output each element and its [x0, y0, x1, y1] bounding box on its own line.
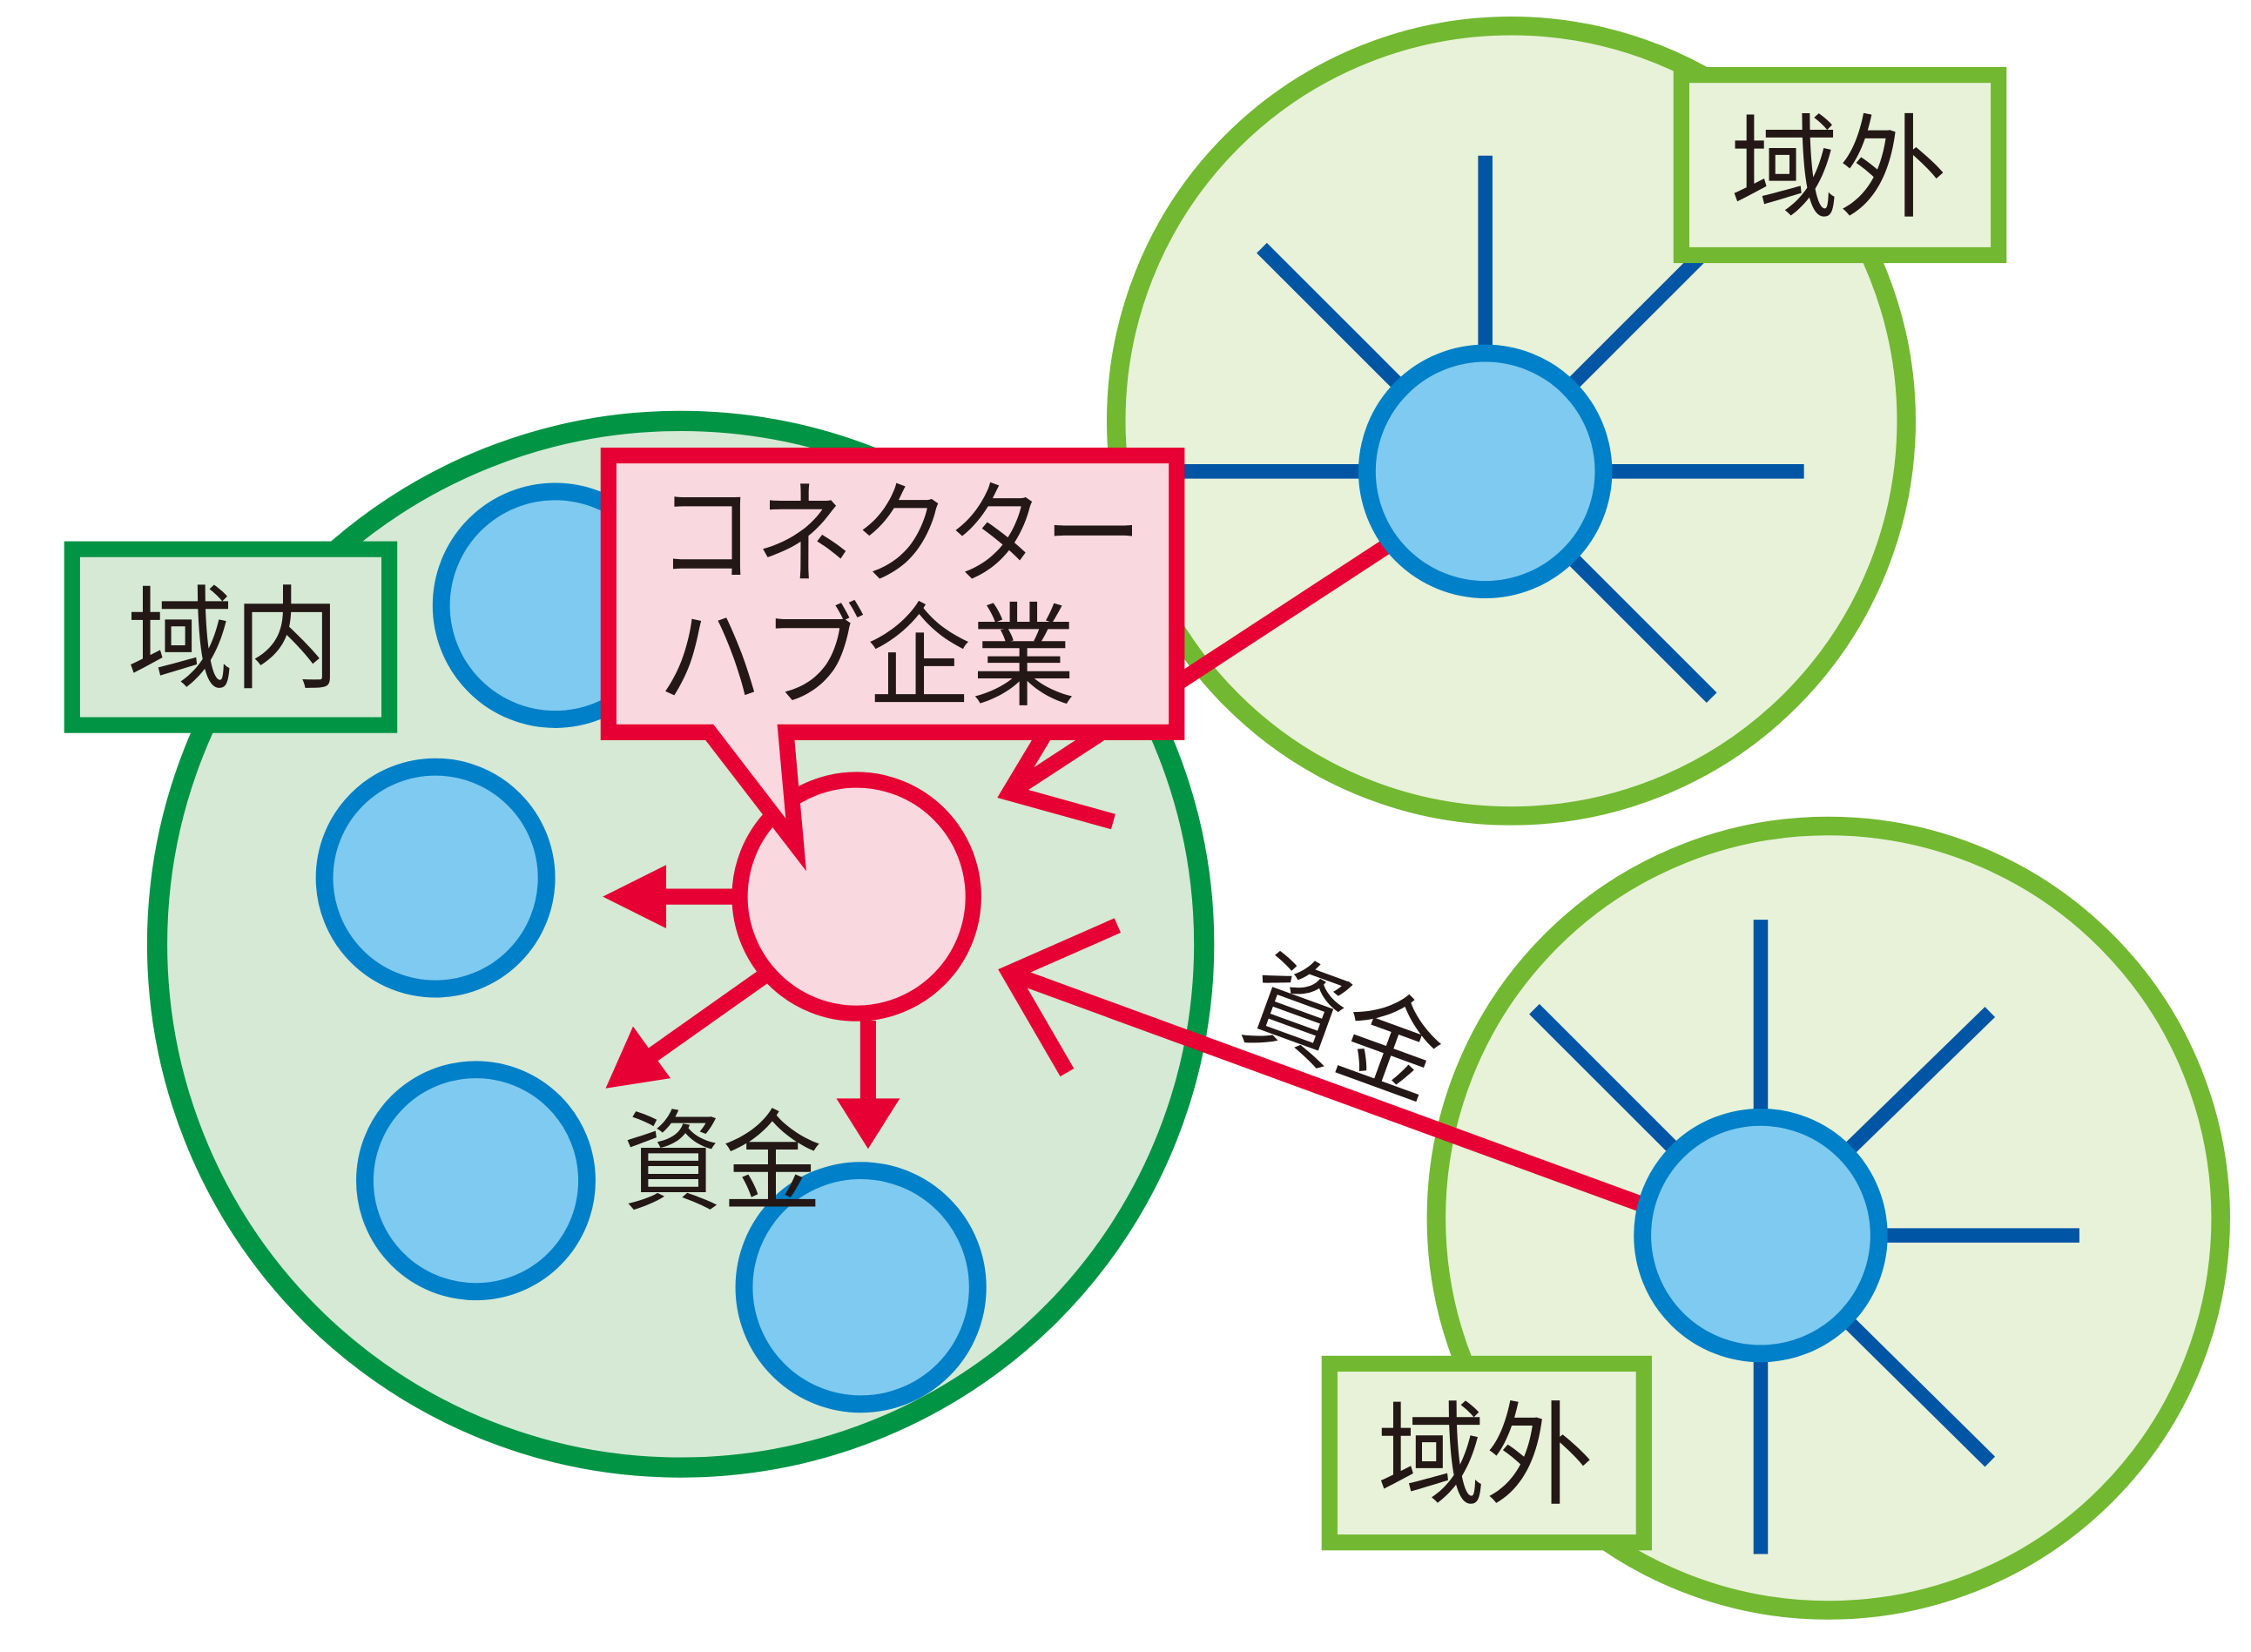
inner-company-4	[735, 1162, 987, 1413]
flow-line-top	[1005, 538, 1393, 800]
hub-callout: コネクター ハブ企業	[600, 447, 1185, 872]
funds-label-inside: 資金	[623, 1099, 822, 1227]
label-outer-region-bottom: 域外	[1321, 1355, 1652, 1551]
hub-callout-shape	[600, 447, 1185, 872]
arrowhead-icon	[836, 1098, 900, 1150]
funds-flows-external	[997, 538, 1647, 1213]
outer-companies	[1358, 344, 1888, 1363]
label-outer-region-top: 域外	[1673, 66, 2007, 264]
label-inner-region: 域内	[64, 541, 398, 733]
arrowhead-icon	[998, 918, 1122, 1077]
flow-line-bottom	[1007, 965, 1647, 1213]
funds-label-outside: 資金	[1229, 935, 1459, 1123]
arrowhead-icon	[603, 865, 667, 929]
outer-company-bottom	[1634, 1108, 1888, 1363]
inner-company-3	[356, 1061, 596, 1301]
hub-callout-line1: コネクター	[657, 470, 1142, 601]
hub-callout-line2: ハブ企業	[657, 593, 1075, 724]
inner-company-2	[315, 758, 556, 998]
outer-company-top	[1358, 344, 1613, 598]
hub-outflows	[603, 865, 900, 1150]
label-inner-region-text: 域内	[127, 576, 340, 706]
label-outer-region-top-text: 域外	[1730, 104, 1946, 234]
label-outer-region-bottom-text: 域外	[1377, 1392, 1593, 1522]
arrowhead-icon	[605, 1026, 671, 1089]
